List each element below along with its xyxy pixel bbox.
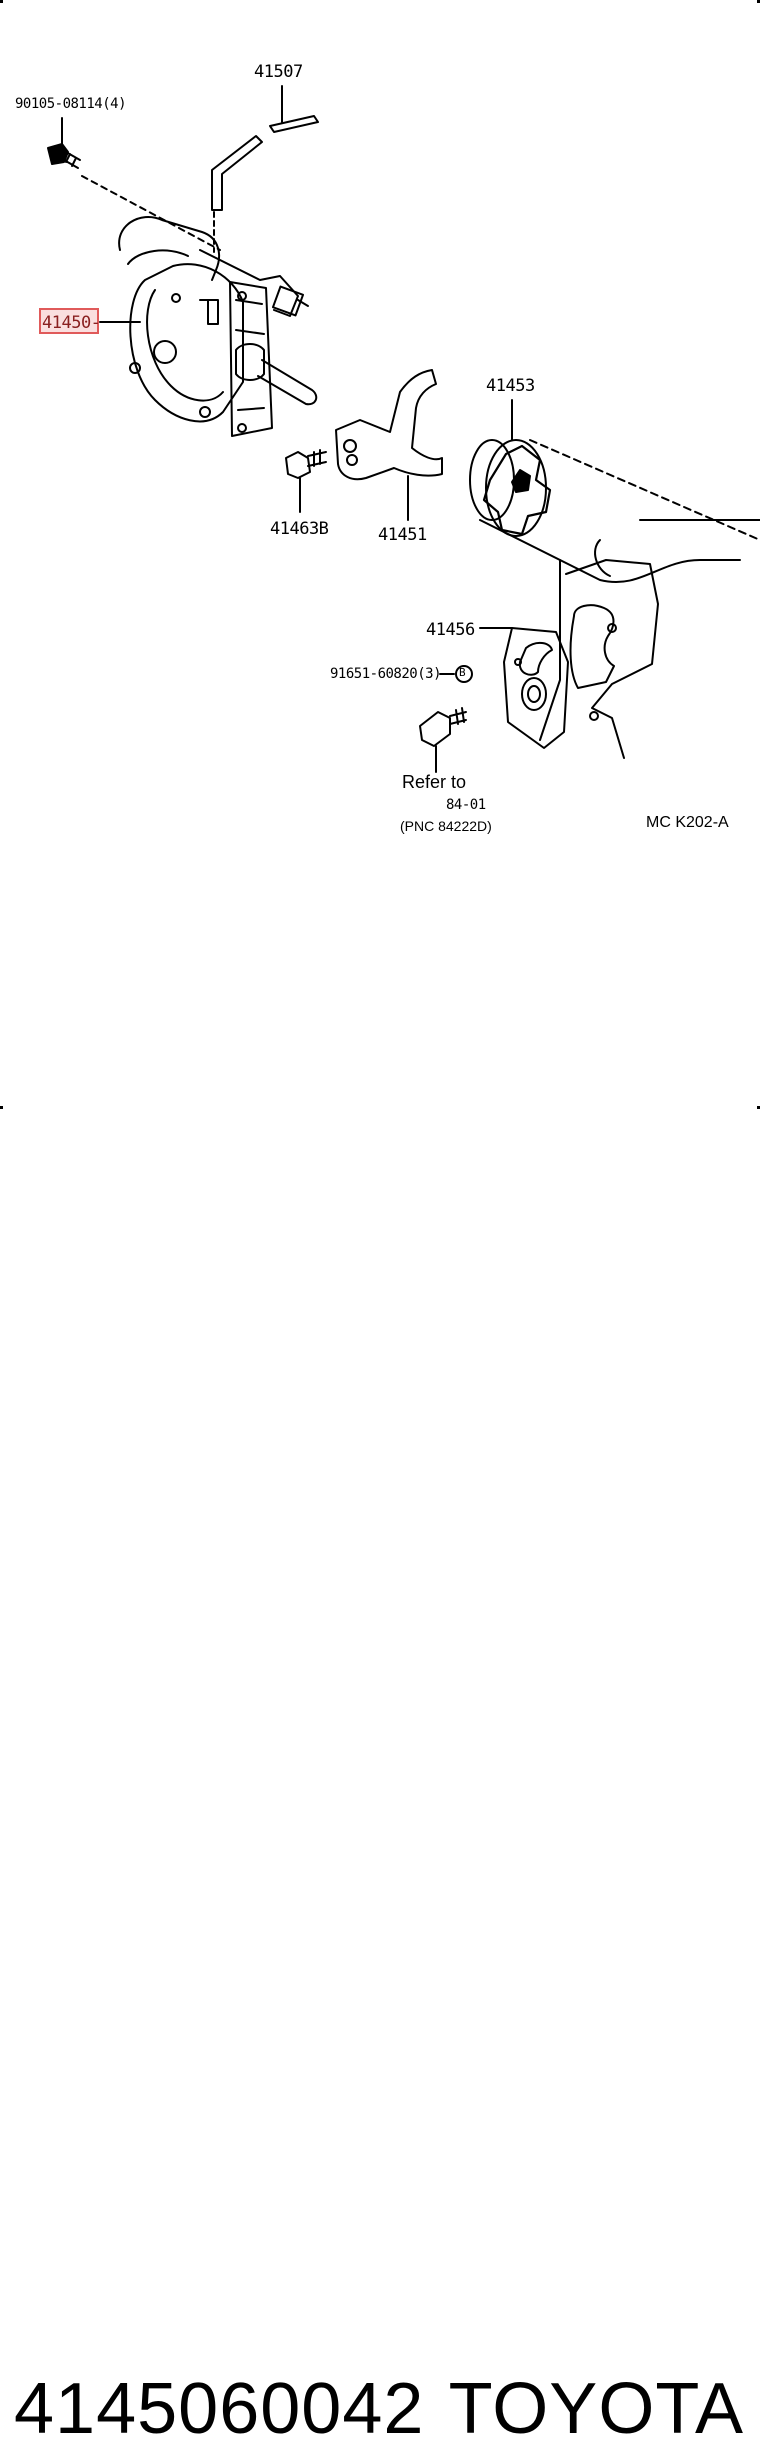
highlight-41450 [39,308,99,334]
label-refer-ref: 84-01 [446,797,486,813]
label-diagram-code: MC K202-A [646,814,729,831]
label-41456: 41456 [426,620,475,640]
brand-name: TOYOTA [448,2369,744,2449]
crop-mark-bottom-right [757,1106,760,1109]
label-41451: 41451 [378,525,427,545]
bracket-41456[interactable] [479,627,569,749]
bolt-90105 [47,117,221,251]
bolt-41463b[interactable] [285,449,327,513]
diagram-drawing [47,85,760,773]
label-pnc: (PNC 84222D) [400,818,492,834]
crop-mark-top-left [0,0,3,3]
actuator-41450[interactable] [99,215,318,437]
label-90105: 90105-08114(4) [15,96,127,112]
crop-mark-top-right [757,0,760,3]
label-41450[interactable]: 41450- [42,313,101,333]
transfer-housing [479,519,760,759]
label-41453: 41453 [486,376,535,396]
crop-mark-bottom-left [0,1106,3,1109]
label-41463b: 41463B [270,519,329,539]
label-refer-to: Refer to [402,772,467,792]
shift-fork-41451[interactable] [335,369,443,521]
coupling-41453[interactable] [469,399,760,541]
bolt-91651[interactable] [439,665,473,683]
label-91651: 91651-60820(3) [330,666,442,682]
part-number: 4145060042 [14,2369,425,2449]
label-41507: 41507 [254,62,303,82]
washer-mark: B [459,666,466,679]
part-footer: 4145060042 TOYOTA [0,1180,760,2449]
parts-diagram: 90105-08114(4) 41507 41450- 41453 41463B… [0,0,760,1120]
hose-41507[interactable] [211,85,319,253]
switch-84222d[interactable] [419,707,467,773]
